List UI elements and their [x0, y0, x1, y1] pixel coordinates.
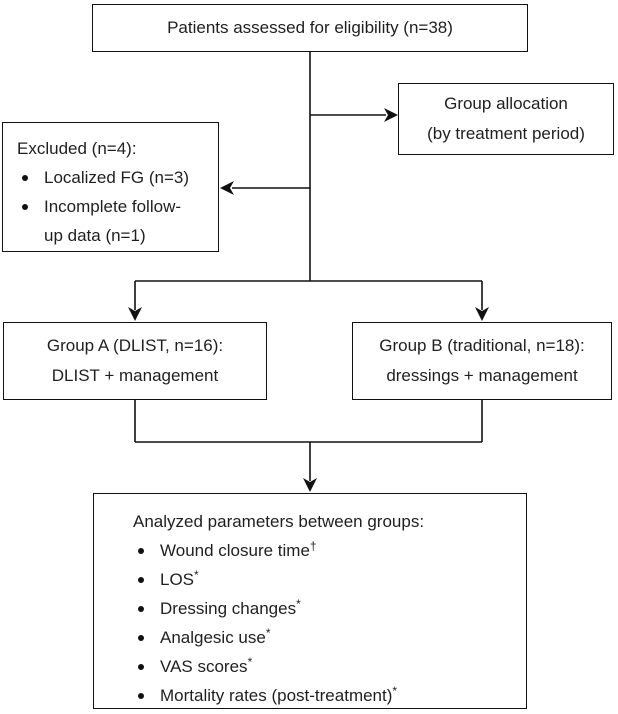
analyzed-title: Analyzed parameters between groups: [133, 512, 425, 531]
analyzed-item-label: Mortality rates (post-treatment)* [160, 684, 398, 705]
analyzed-item: Dressing changes* [133, 594, 516, 623]
analyzed-item: Mortality rates (post-treatment)* [133, 681, 516, 710]
dagger-superscript: † [309, 539, 317, 553]
arrowhead-to-allocation [384, 108, 398, 122]
arrowhead-to-group-b [475, 307, 489, 321]
bullet-icon [138, 606, 144, 612]
eligibility-box: Patients assessed for eligibility (n=38) [92, 4, 528, 52]
bullet-icon [138, 577, 144, 583]
asterisk-superscript: * [296, 597, 301, 611]
arrowhead-to-analyzed [303, 478, 317, 492]
excluded-box: Excluded (n=4): Localized FG (n=3) Incom… [2, 122, 219, 252]
analyzed-item-label: VAS scores* [160, 655, 253, 676]
bullet-icon [138, 664, 144, 670]
excluded-item: Incomplete follow-up data (n=1) [17, 192, 192, 250]
excluded-item-label: Incomplete follow-up data (n=1) [44, 197, 182, 245]
excluded-item-label: Localized FG (n=3) [44, 168, 190, 187]
eligibility-text: Patients assessed for eligibility (n=38) [167, 18, 453, 37]
allocation-line1: Group allocation [444, 94, 568, 113]
bullet-icon [22, 204, 28, 210]
analyzed-item: Wound closure time† [133, 536, 516, 565]
excluded-item: Localized FG (n=3) [17, 163, 192, 192]
analyzed-item-label: Wound closure time† [160, 539, 317, 560]
asterisk-superscript: * [194, 568, 199, 582]
analyzed-item: LOS* [133, 565, 516, 594]
asterisk-superscript: * [247, 655, 253, 669]
analyzed-item-label: Dressing changes* [160, 597, 301, 618]
group-a-line2: DLIST + management [51, 366, 219, 385]
group-b-box: Group B (traditional, n=18): dressings +… [352, 322, 612, 400]
bullet-icon [138, 693, 144, 699]
bullet-icon [138, 635, 144, 641]
analyzed-item: Analgesic use* [133, 623, 516, 652]
group-b-line1: Group B (traditional, n=18): [379, 336, 585, 355]
bullet-icon [138, 548, 144, 554]
asterisk-superscript: * [265, 626, 271, 640]
asterisk-superscript: * [392, 684, 398, 698]
analyzed-item-label: Analgesic use* [160, 626, 271, 647]
arrowhead-to-group-a [128, 307, 142, 321]
analyzed-box: Analyzed parameters between groups: Woun… [93, 493, 527, 709]
arrowhead-to-excluded [220, 181, 234, 195]
group-b-line2: dressings + management [386, 366, 578, 385]
allocation-box: Group allocation (by treatment period) [398, 83, 614, 155]
analyzed-item: VAS scores* [133, 652, 516, 681]
allocation-line2: (by treatment period) [427, 124, 585, 143]
excluded-title: Excluded (n=4): [17, 139, 137, 158]
analyzed-item-label: LOS* [160, 568, 199, 589]
bullet-icon [22, 175, 28, 181]
group-a-line1: Group A (DLIST, n=16): [46, 336, 224, 355]
group-a-box: Group A (DLIST, n=16): DLIST + managemen… [3, 322, 267, 400]
